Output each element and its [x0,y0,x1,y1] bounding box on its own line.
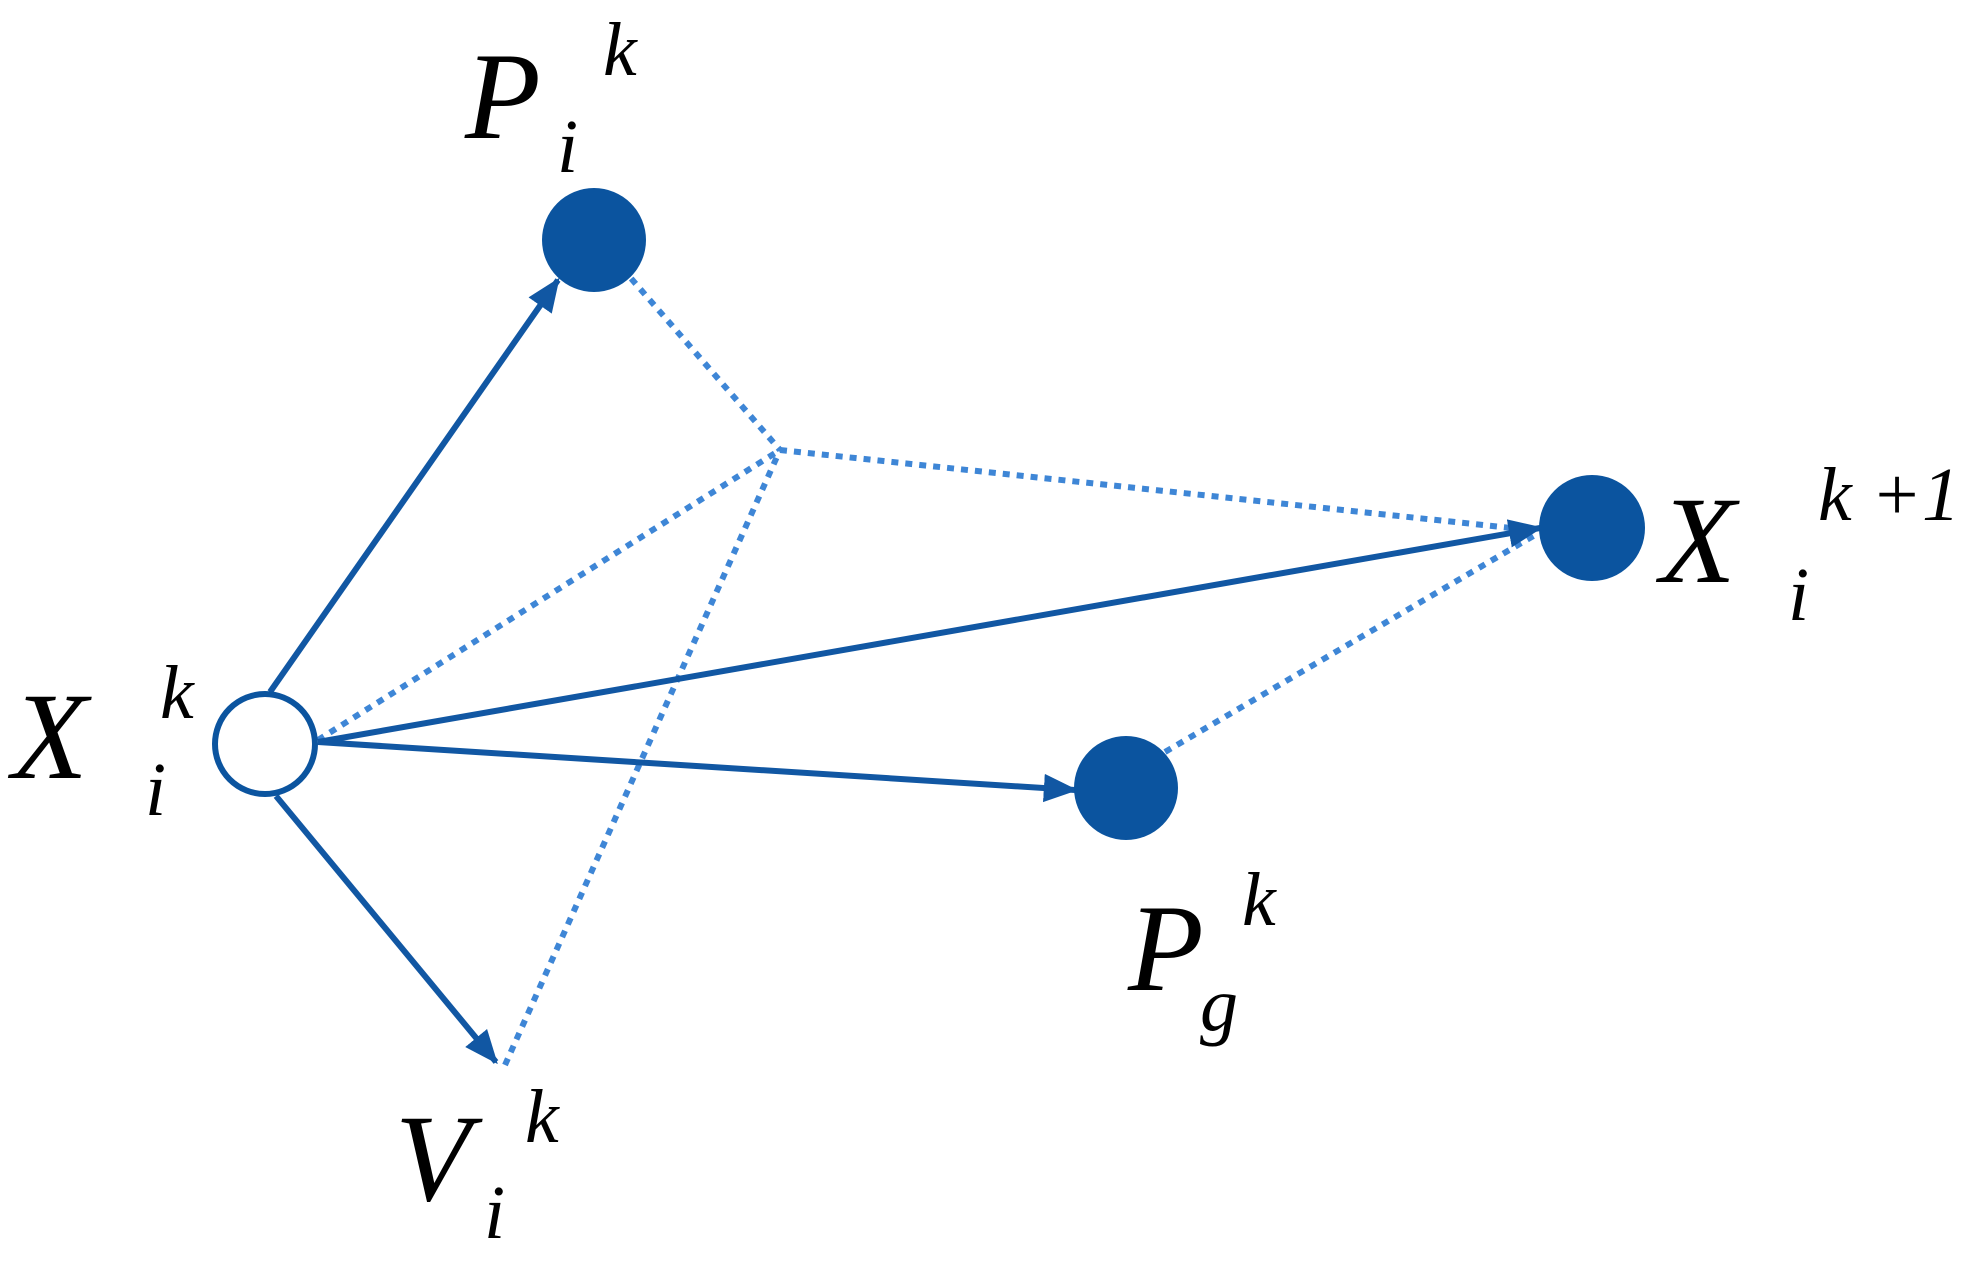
label-p-best-sub: i [557,105,578,189]
label-x-current-sub: i [145,748,166,832]
label-p-best-main: P [464,28,541,165]
label-velocity-main: V [395,1090,483,1227]
label-g-best-sup: k [1242,858,1277,942]
label-p-best-sup: k [603,8,638,92]
label-x-current-main: X [7,668,92,805]
label-velocity-sup: k [525,1075,560,1159]
dotted-edges [316,266,1537,1067]
node-x-next [1539,475,1645,581]
dotted-edge-xcurrent-to-intersection [316,447,782,743]
label-velocity: V k i [395,1075,560,1255]
label-p-best: P k i [464,8,638,189]
node-g-best [1074,736,1178,840]
label-x-current: X k i [7,651,195,832]
dotted-edge-velocity-to-intersection [502,448,783,1067]
label-velocity-sub: i [484,1171,505,1255]
label-g-best-main: P [1127,880,1204,1017]
label-x-current-sup: k [160,651,195,735]
node-p-best [542,188,646,292]
solid-arrow-xcurrent-to-velocity [273,794,499,1065]
label-g-best-sub: g [1200,963,1238,1047]
solid-arrow-xcurrent-to-xnext [317,519,1543,745]
label-x-next-sub: i [1788,553,1809,637]
solid-arrow-xcurrent-to-gbest [317,739,1078,803]
solid-arrow-xcurrent-to-pbest [267,277,561,694]
label-g-best: P k g [1127,858,1277,1047]
dotted-edge-intersection-to-xnext [779,447,1531,533]
solid-edges [267,277,1543,1065]
dotted-edge-pbest-to-intersection [619,266,783,452]
label-x-next-main: X [1655,472,1740,609]
dotted-edge-gbest-to-xnext [1163,532,1537,755]
label-x-next-sup: k +1 [1818,453,1960,537]
label-x-next: X k +1 i [1655,453,1960,637]
node-x-current [212,691,318,797]
